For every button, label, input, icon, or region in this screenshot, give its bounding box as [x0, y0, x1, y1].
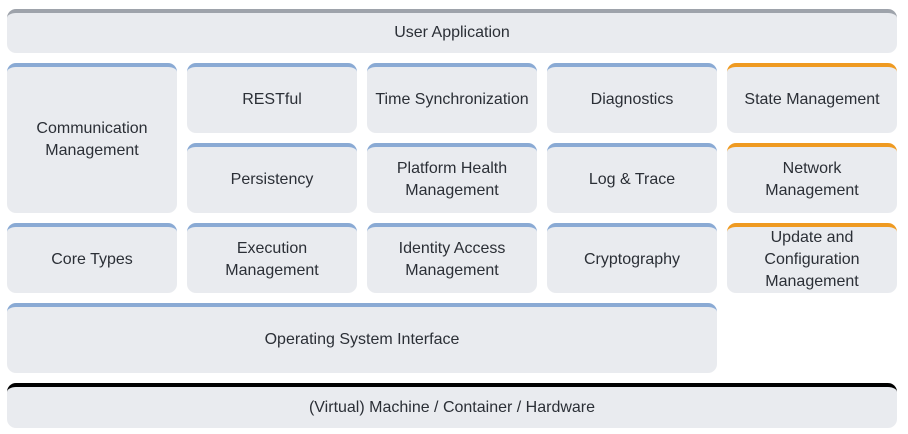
- operating-system-interface-label: Operating System Interface: [264, 331, 460, 348]
- persistency-label: Persistency: [230, 171, 314, 188]
- state-management-block: State Management: [727, 63, 897, 133]
- communication-management-label: Communication Management: [36, 120, 148, 159]
- operating-system-interface-block: Operating System Interface: [7, 303, 717, 373]
- hardware-block: (Virtual) Machine / Container / Hardware: [7, 383, 897, 428]
- state-management-label: State Management: [744, 91, 880, 108]
- time-synchronization-block: Time Synchronization: [367, 63, 537, 133]
- log-and-trace-label: Log & Trace: [588, 171, 676, 188]
- execution-management-block: Execution Management: [187, 223, 357, 293]
- network-management-block: Network Management: [727, 143, 897, 213]
- identity-access-management-label: Identity Access Management: [398, 240, 506, 279]
- identity-access-management-block: Identity Access Management: [367, 223, 537, 293]
- diagnostics-block: Diagnostics: [547, 63, 717, 133]
- persistency-block: Persistency: [187, 143, 357, 213]
- update-configuration-management-label: Update and Configuration Management: [764, 229, 860, 290]
- user-application-block: User Application: [7, 9, 897, 53]
- hardware-label: (Virtual) Machine / Container / Hardware: [308, 398, 596, 416]
- network-management-label: Network Management: [765, 160, 859, 199]
- communication-management-block: Communication Management: [7, 63, 177, 213]
- restful-block: RESTful: [187, 63, 357, 133]
- core-types-label: Core Types: [51, 251, 133, 268]
- cryptography-block: Cryptography: [547, 223, 717, 293]
- core-types-block: Core Types: [7, 223, 177, 293]
- log-and-trace-block: Log & Trace: [547, 143, 717, 213]
- update-configuration-management-block: Update and Configuration Management: [727, 223, 897, 293]
- platform-health-management-block: Platform Health Management: [367, 143, 537, 213]
- restful-label: RESTful: [242, 91, 302, 108]
- execution-management-label: Execution Management: [225, 240, 319, 279]
- user-application-label: User Application: [394, 24, 510, 41]
- platform-health-management-label: Platform Health Management: [396, 160, 508, 199]
- time-synchronization-label: Time Synchronization: [375, 91, 529, 108]
- cryptography-label: Cryptography: [583, 251, 681, 268]
- diagnostics-label: Diagnostics: [590, 91, 674, 108]
